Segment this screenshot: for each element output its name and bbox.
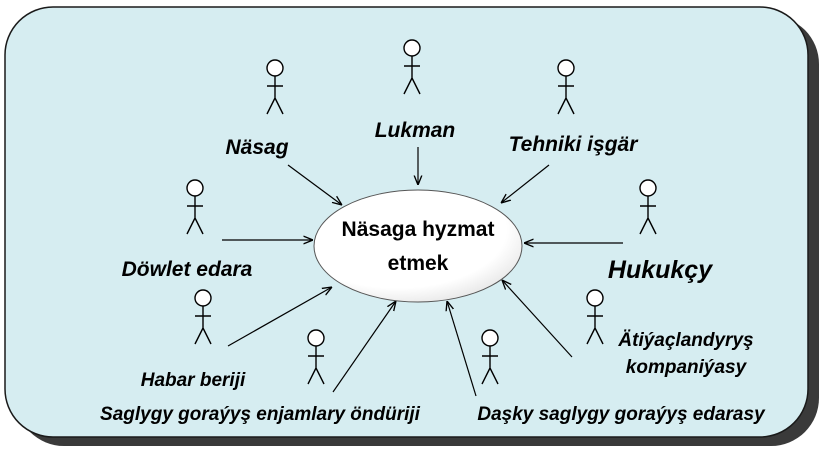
assoc-nasag xyxy=(287,164,342,205)
assoc-atiyac xyxy=(502,280,573,358)
actor-lukman-label: Lukman xyxy=(375,119,456,142)
actor-hukukcy-label: Hukukçy xyxy=(608,256,713,284)
use-case-label-line1: Näsaga hyzmat xyxy=(342,218,495,241)
use-case-label-line2: etmek xyxy=(388,252,449,275)
actor-habar-icon xyxy=(194,289,212,345)
actor-dowlet: Döwlet edara xyxy=(122,179,253,281)
assoc-tehniki xyxy=(501,164,550,203)
assoc-saglygy xyxy=(332,301,396,393)
actor-nasag-label: Näsag xyxy=(225,136,288,159)
actor-habar-label: Habar beriji xyxy=(141,370,246,391)
actor-saglygy-icon xyxy=(307,329,325,385)
actor-dowlet-icon xyxy=(186,179,204,235)
actor-hukukcy-icon xyxy=(639,179,657,235)
actor-dasky: Daşky saglygy goraýyş edarasy xyxy=(477,329,766,425)
actor-nasag: Näsag xyxy=(225,59,289,159)
actor-lukman-icon xyxy=(403,39,421,95)
actor-atiyac: Ätiýaçlandyryş kompaniýasy xyxy=(586,289,754,378)
actor-saglygy: Saglygy goraýyş enjamlary öndüriji xyxy=(100,329,421,425)
actor-tehniki-label: Tehniki işgär xyxy=(509,133,640,156)
actor-hukukcy: Hukukçy xyxy=(608,179,713,284)
actor-tehniki-icon xyxy=(557,59,575,115)
actor-atiyac-icon xyxy=(586,289,604,345)
actor-saglygy-label: Saglygy goraýyş enjamlary öndüriji xyxy=(100,404,421,425)
use-case: Näsaga hyzmat etmek xyxy=(313,189,523,303)
actor-tehniki: Tehniki işgär xyxy=(509,59,640,156)
actor-atiyac-label-line1: Ätiýaçlandyryş xyxy=(617,330,753,351)
actor-habar: Habar beriji xyxy=(141,289,246,391)
actor-lukman: Lukman xyxy=(375,39,456,142)
actor-dasky-label: Daşky saglygy goraýyş edarasy xyxy=(477,404,766,425)
actor-nasag-icon xyxy=(266,59,284,115)
actor-dowlet-label: Döwlet edara xyxy=(122,258,253,281)
use-case-ellipse xyxy=(313,189,523,303)
actor-atiyac-label-line2: kompaniýasy xyxy=(626,357,748,378)
assoc-habar xyxy=(227,287,332,347)
actor-dasky-icon xyxy=(481,329,499,385)
assoc-dasky xyxy=(447,301,477,397)
